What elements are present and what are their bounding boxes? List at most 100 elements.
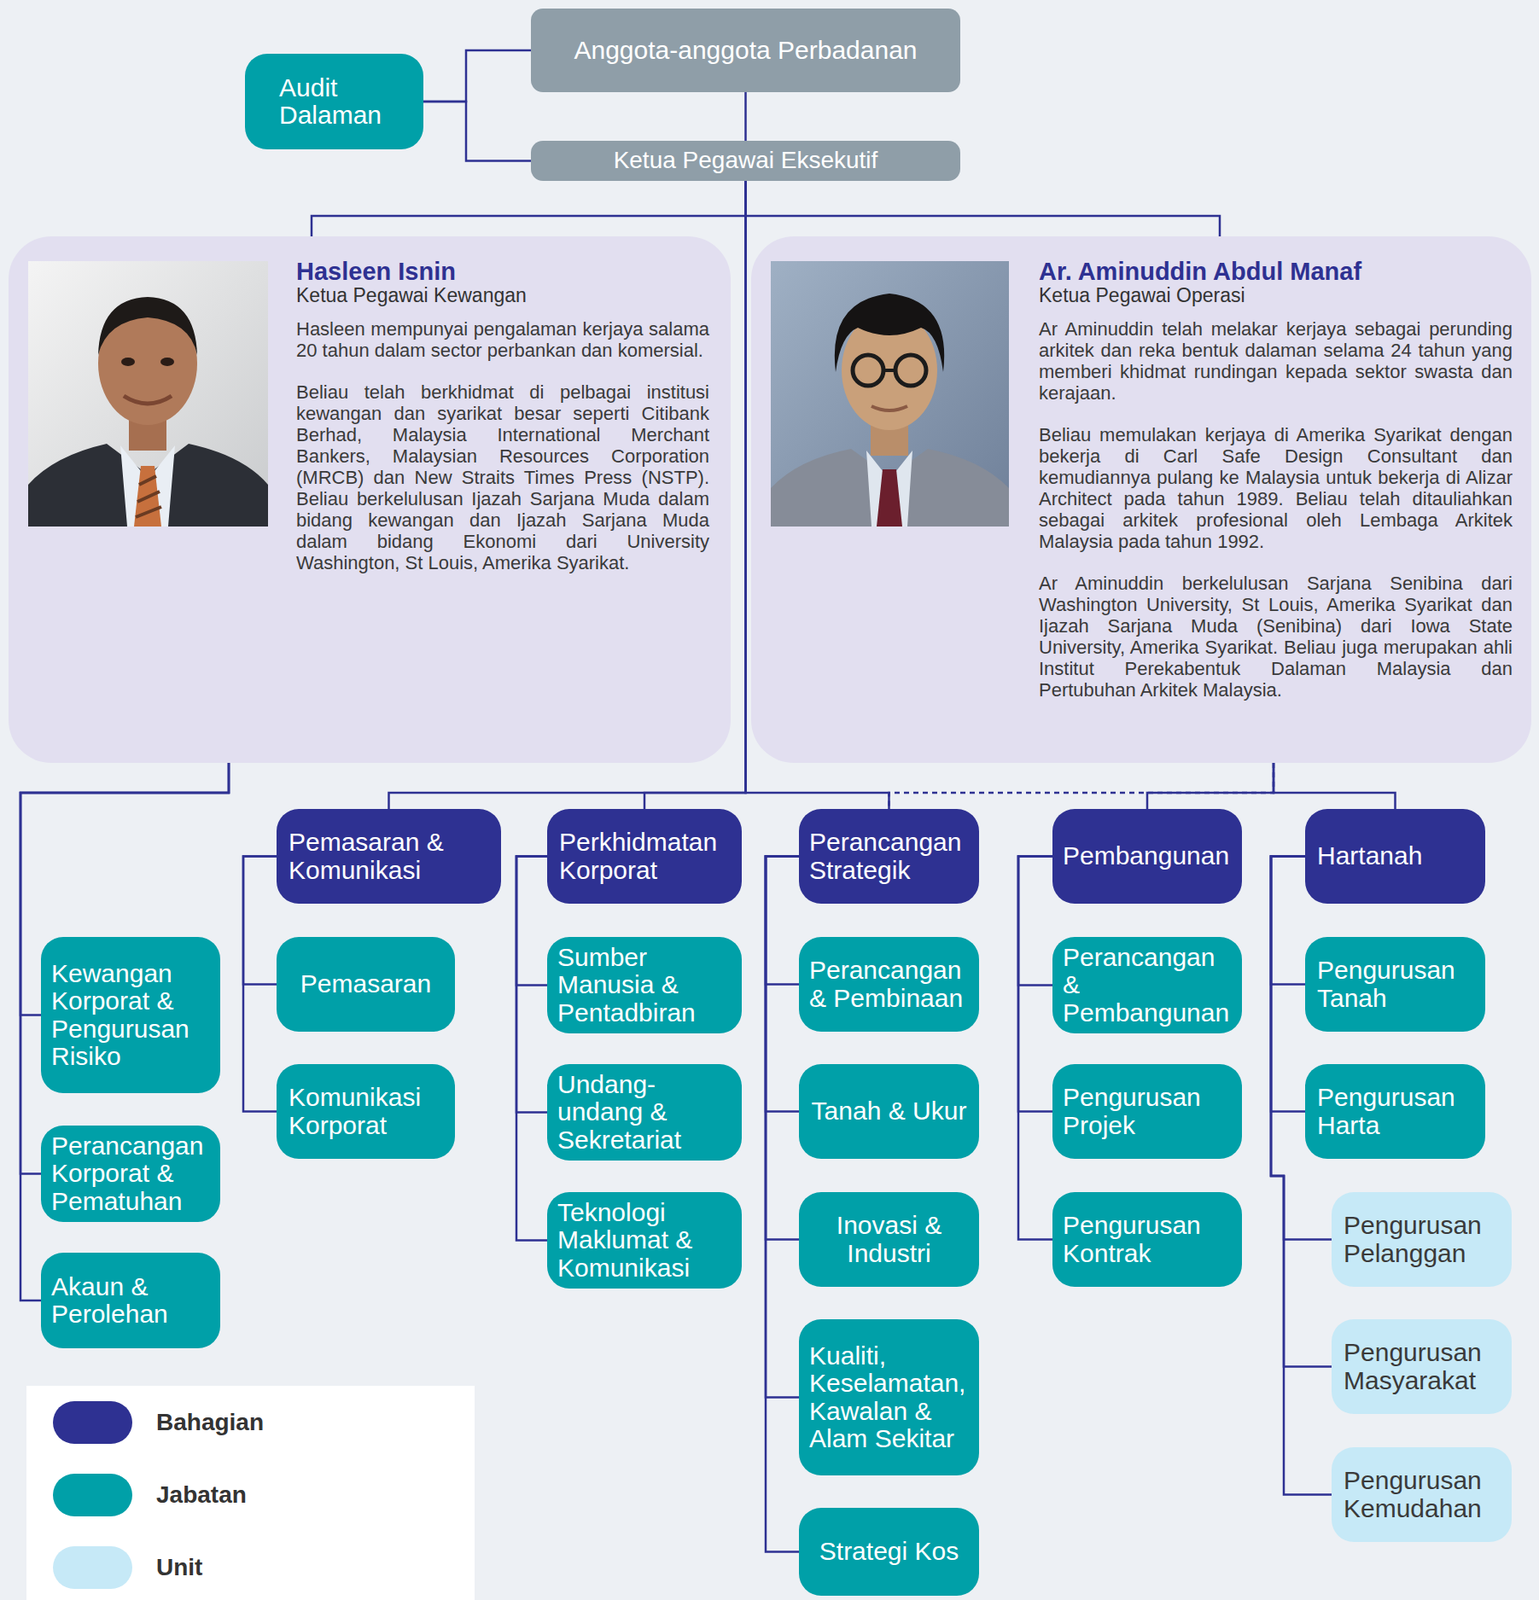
department-box: Komunikasi Korporat bbox=[276, 1064, 455, 1160]
box-label: Pengurusan Kontrak bbox=[1062, 1212, 1232, 1268]
department-box: Pengurusan Harta bbox=[1305, 1064, 1486, 1160]
connector-line bbox=[243, 856, 277, 1113]
connector-line bbox=[746, 180, 1221, 237]
department-box: Pengurusan Projek bbox=[1052, 1064, 1242, 1160]
connector-line bbox=[744, 92, 747, 141]
box-label: Pengurusan Masyarakat bbox=[1343, 1339, 1500, 1395]
box-label: Akaun & Perolehan bbox=[51, 1273, 210, 1330]
department-box: Audit Dalaman bbox=[244, 53, 424, 150]
box-label: Pengurusan Projek bbox=[1062, 1084, 1232, 1140]
portrait-photo bbox=[28, 261, 269, 527]
connector-line bbox=[516, 856, 548, 1114]
department-box: Perancangan & Pembinaan bbox=[798, 937, 980, 1032]
department-box: Tanah & Ukur bbox=[798, 1064, 980, 1160]
connector-line bbox=[889, 763, 1275, 810]
unit-box: Pengurusan Pelanggan bbox=[1331, 1192, 1512, 1288]
box-label: Perkhidmatan Korporat bbox=[559, 828, 730, 885]
legend-box: BahagianJabatanUnit bbox=[26, 1386, 475, 1600]
legend-row: Unit bbox=[52, 1546, 203, 1590]
department-box: Sumber Manusia & Pentadbiran bbox=[547, 937, 742, 1034]
box-label: Pengurusan Kemudahan bbox=[1343, 1467, 1500, 1523]
box-label: Audit Dalaman bbox=[279, 74, 390, 130]
bio-paragraph: Ar Aminuddin berkelulusan Sarjana Senibi… bbox=[1038, 572, 1513, 701]
connector-line bbox=[423, 50, 531, 102]
connector-line bbox=[1270, 856, 1306, 1113]
department-box: Teknologi Maklumat & Komunikasi bbox=[547, 1192, 742, 1289]
box-label: Hartanah bbox=[1317, 842, 1474, 870]
box-label: Perancangan & Pembinaan bbox=[809, 956, 969, 1013]
connector-line bbox=[765, 856, 799, 1399]
box-label: Kewangan Korporat & Pengurusan Risiko bbox=[51, 960, 210, 1072]
department-box: Undang-undang & Sekretariat bbox=[547, 1064, 742, 1161]
box-label: Pengurusan Harta bbox=[1317, 1084, 1474, 1140]
box-label: Pengurusan Pelanggan bbox=[1343, 1212, 1500, 1268]
box-label: Perancangan & Pembangunan bbox=[1062, 944, 1232, 1027]
department-box: Pemasaran bbox=[276, 937, 455, 1032]
profile-panel: Ar. Aminuddin Abdul ManafKetua Pegawai O… bbox=[751, 236, 1532, 764]
legend-label: Jabatan bbox=[156, 1481, 247, 1510]
department-box: Pengurusan Kontrak bbox=[1052, 1192, 1242, 1288]
box-label: Teknologi Maklumat & Komunikasi bbox=[557, 1199, 732, 1283]
connector-line bbox=[1270, 856, 1332, 1241]
division-box: Perkhidmatan Korporat bbox=[547, 809, 742, 904]
legend-swatch bbox=[52, 1546, 133, 1590]
connector-line bbox=[1270, 856, 1306, 986]
division-box: Hartanah bbox=[1305, 809, 1486, 904]
division-box: Perancangan Strategik bbox=[798, 809, 980, 904]
box-label: Anggota-anggota Perbadanan bbox=[542, 36, 949, 65]
unit-box: Pengurusan Masyarakat bbox=[1331, 1319, 1512, 1415]
connector-line bbox=[311, 180, 747, 237]
connector-line bbox=[1147, 763, 1274, 810]
connector-line bbox=[765, 856, 799, 1241]
profile-panel: Hasleen IsninKetua Pegawai KewanganHasle… bbox=[8, 236, 731, 764]
box-label: Undang-undang & Sekretariat bbox=[557, 1071, 732, 1155]
box-label: Ketua Pegawai Eksekutif bbox=[542, 147, 949, 174]
box-label: Kualiti, Keselamatan, Kawalan & Alam Sek… bbox=[809, 1342, 969, 1454]
bio-paragraph: Ar Aminuddin telah melakar kerjaya sebag… bbox=[1038, 318, 1513, 404]
connector-line bbox=[516, 856, 548, 1242]
connector-line bbox=[1018, 856, 1053, 986]
department-box: Akaun & Perolehan bbox=[40, 1253, 221, 1349]
box-label: Inovasi & Industri bbox=[810, 1212, 968, 1268]
person-name: Hasleen Isnin bbox=[296, 258, 710, 285]
bio-paragraph: Beliau memulakan kerjaya di Amerika Syar… bbox=[1038, 424, 1513, 553]
box-label: Pembangunan bbox=[1062, 842, 1232, 870]
executive-box: Anggota-anggota Perbadanan bbox=[530, 8, 961, 93]
portrait-photo bbox=[770, 261, 1009, 527]
legend-row: Jabatan bbox=[52, 1474, 247, 1517]
legend-row: Bahagian bbox=[52, 1401, 264, 1445]
department-box: Perancangan Korporat & Pematuhan bbox=[40, 1125, 221, 1223]
connector-line bbox=[20, 763, 229, 1301]
legend-swatch bbox=[52, 1401, 133, 1445]
connector-line bbox=[765, 856, 799, 1553]
department-box: Kualiti, Keselamatan, Kawalan & Alam Sek… bbox=[798, 1319, 980, 1476]
legend-label: Unit bbox=[156, 1554, 203, 1582]
connector-line bbox=[765, 856, 799, 986]
division-box: Pemasaran & Komunikasi bbox=[276, 809, 502, 904]
bio-paragraph: Beliau telah berkhidmat di pelbagai inst… bbox=[296, 381, 710, 574]
box-label: Pemasaran bbox=[288, 970, 444, 998]
connector-line bbox=[1273, 763, 1396, 810]
job-title: Ketua Pegawai Operasi bbox=[1038, 284, 1513, 307]
connector-line bbox=[243, 856, 277, 986]
box-label: Tanah & Ukur bbox=[810, 1097, 968, 1126]
box-label: Sumber Manusia & Pentadbiran bbox=[557, 944, 732, 1027]
legend-swatch bbox=[52, 1474, 133, 1517]
person-name: Ar. Aminuddin Abdul Manaf bbox=[1038, 258, 1513, 285]
box-label: Strategi Kos bbox=[810, 1538, 968, 1566]
unit-box: Pengurusan Kemudahan bbox=[1331, 1447, 1512, 1543]
box-label: Pemasaran & Komunikasi bbox=[288, 828, 490, 885]
division-box: Pembangunan bbox=[1052, 809, 1242, 904]
department-box: Perancangan & Pembangunan bbox=[1052, 937, 1242, 1034]
department-box: Kewangan Korporat & Pengurusan Risiko bbox=[40, 937, 221, 1094]
box-label: Perancangan Strategik bbox=[809, 828, 969, 885]
box-label: Perancangan Korporat & Pematuhan bbox=[51, 1132, 210, 1216]
bio-paragraph: Hasleen mempunyai pengalaman kerjaya sal… bbox=[296, 318, 710, 362]
connector-line bbox=[1018, 856, 1053, 1113]
box-label: Pengurusan Tanah bbox=[1317, 956, 1474, 1013]
box-label: Komunikasi Korporat bbox=[288, 1084, 444, 1140]
connector-line bbox=[1018, 856, 1053, 1241]
executive-box: Ketua Pegawai Eksekutif bbox=[530, 140, 961, 181]
connector-line bbox=[423, 101, 531, 162]
